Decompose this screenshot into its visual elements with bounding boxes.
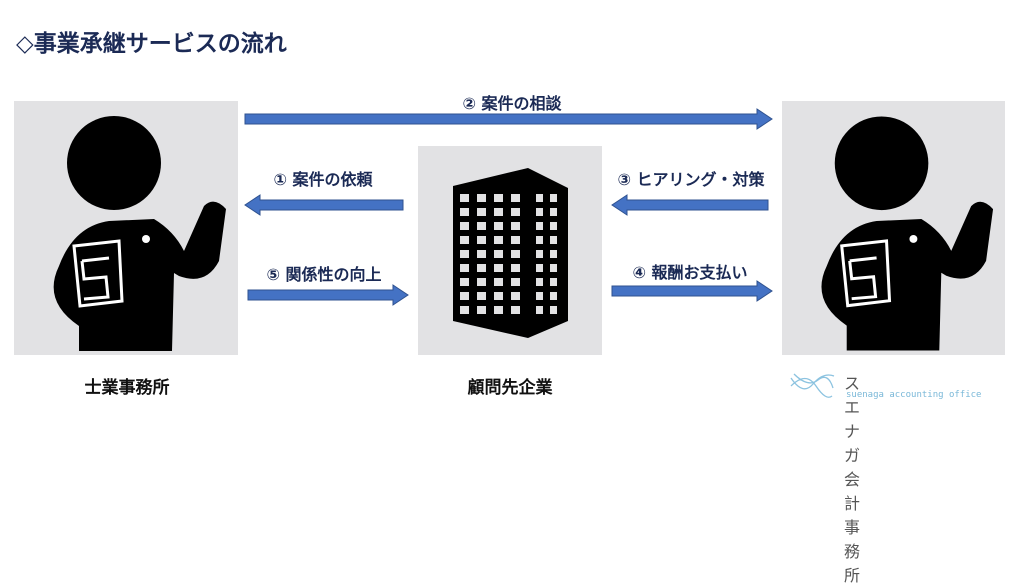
window <box>477 222 486 230</box>
window <box>460 292 469 300</box>
window <box>550 194 557 202</box>
window <box>477 278 486 286</box>
window <box>550 292 557 300</box>
window <box>550 250 557 258</box>
window <box>494 278 503 286</box>
window <box>550 208 557 216</box>
arrow-consult <box>244 108 773 130</box>
window <box>460 194 469 202</box>
step-label: ① 案件の依頼 <box>273 170 373 189</box>
flow-arrows <box>244 108 773 306</box>
window <box>494 208 503 216</box>
window <box>536 278 543 286</box>
window <box>460 306 469 314</box>
window <box>477 194 486 202</box>
window <box>511 306 520 314</box>
window <box>550 222 557 230</box>
window <box>494 236 503 244</box>
caption-client-company: 顧問先企業 <box>467 378 553 398</box>
window <box>477 236 486 244</box>
window <box>494 264 503 272</box>
window <box>460 208 469 216</box>
window <box>477 208 486 216</box>
arrow-relationship <box>247 284 409 306</box>
step-label: ③ ヒアリング・対策 <box>617 170 765 189</box>
tax-office-panel <box>14 101 238 355</box>
page-title: ◇事業承継サービスの流れ <box>16 31 287 57</box>
step-label: ④ 報酬お支払い <box>632 263 748 282</box>
window <box>494 292 503 300</box>
window <box>511 208 520 216</box>
window <box>460 278 469 286</box>
window <box>536 292 543 300</box>
window <box>477 250 486 258</box>
building-icon <box>453 168 568 338</box>
window <box>477 306 486 314</box>
window <box>536 236 543 244</box>
window <box>550 306 557 314</box>
window <box>536 208 543 216</box>
window <box>550 278 557 286</box>
window <box>536 264 543 272</box>
window <box>550 236 557 244</box>
window <box>511 222 520 230</box>
step-label: ⑤ 関係性の向上 <box>266 265 382 284</box>
logo-mark-icon <box>790 373 835 398</box>
window <box>494 250 503 258</box>
window <box>460 264 469 272</box>
window <box>536 222 543 230</box>
window <box>511 292 520 300</box>
window <box>511 278 520 286</box>
window <box>511 250 520 258</box>
client-company-panel <box>418 146 602 355</box>
suenaga-panel <box>782 101 1005 355</box>
arrow-payment <box>611 280 773 302</box>
arrow-request <box>244 194 404 216</box>
window <box>511 194 520 202</box>
window <box>460 250 469 258</box>
window <box>460 222 469 230</box>
window <box>477 292 486 300</box>
window <box>477 264 486 272</box>
step-label: ② 案件の相談 <box>462 94 562 113</box>
window <box>494 306 503 314</box>
window <box>494 222 503 230</box>
window <box>536 250 543 258</box>
window <box>511 264 520 272</box>
window <box>460 236 469 244</box>
caption-tax-office: 士業事務所 <box>84 378 170 398</box>
window <box>536 194 543 202</box>
arrow-hearing <box>611 194 769 216</box>
window <box>494 194 503 202</box>
window <box>550 264 557 272</box>
window <box>511 236 520 244</box>
window <box>536 306 543 314</box>
